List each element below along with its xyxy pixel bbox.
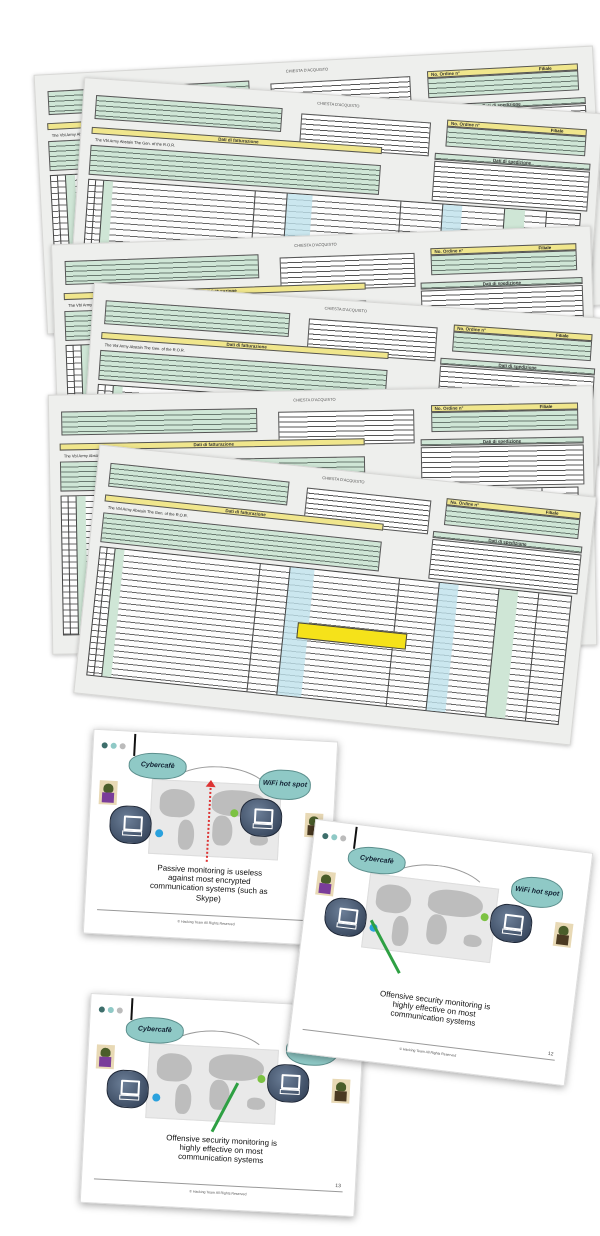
order-box xyxy=(430,409,579,433)
order-box xyxy=(430,250,577,276)
form-header: CHIESTA D'ACQUISTO xyxy=(285,66,329,74)
target-avatar-icon xyxy=(331,1078,351,1104)
slide-caption: Offensive security monitoring is highly … xyxy=(165,1133,278,1166)
user-avatar-icon xyxy=(315,870,336,897)
slide-caption: Passive monitoring is useless against mo… xyxy=(149,863,268,904)
slide-page-number: 13 xyxy=(335,1183,342,1190)
cybercafe-cloud: Cybercafè xyxy=(125,1015,185,1045)
form-header: CHIESTA D'ACQUISTO xyxy=(322,475,365,485)
slide-footer: © Hacking Team All Rights Reserved xyxy=(189,1189,247,1197)
printed-order-form: CHIESTA D'ACQUISTO DATI ANAGRAFICI CLIEN… xyxy=(73,444,597,746)
cybercafe-cloud: Cybercafè xyxy=(346,844,408,878)
presentation-slide: Cybercafè WiFi hot spot Passive monitori… xyxy=(82,728,339,947)
client-info-box xyxy=(104,300,291,338)
form-header: CHIESTA D'ACQUISTO xyxy=(293,396,336,403)
decorative-dots xyxy=(321,832,347,842)
user-avatar-icon xyxy=(98,780,118,806)
client-info-box xyxy=(64,254,260,286)
target-avatar-icon xyxy=(552,921,574,948)
branch-label: Filiale xyxy=(550,127,564,134)
divider-line xyxy=(133,733,136,756)
presentation-slide: Cybercafè WiFi hot spot Offensive securi… xyxy=(286,818,594,1087)
branch-label: Filiale xyxy=(538,65,552,72)
decorative-dots xyxy=(98,1006,123,1014)
user-avatar-icon xyxy=(95,1044,115,1070)
branch-label: Filiale xyxy=(555,332,569,339)
form-header: CHIESTA D'ACQUISTO xyxy=(294,241,337,249)
computer-icon xyxy=(108,804,153,845)
slide-caption: Offensive security monitoring is highly … xyxy=(379,989,491,1029)
decorative-dots xyxy=(101,742,126,750)
slide-footer: © Hacking Team All Rights Reserved xyxy=(177,919,235,927)
slide-page-number: 12 xyxy=(547,1050,554,1058)
branch-label: Filiale xyxy=(538,245,552,251)
client-info-box xyxy=(61,408,258,436)
client-info-box xyxy=(94,95,283,133)
computer-icon xyxy=(266,1063,311,1104)
form-header: CHIESTA D'ACQUISTO xyxy=(324,305,368,314)
branch-label: Filiale xyxy=(539,403,553,410)
arrow-head-icon xyxy=(205,779,217,788)
cybercafe-cloud: Cybercafè xyxy=(128,751,188,781)
divider-line xyxy=(353,826,358,849)
computer-icon xyxy=(487,902,535,945)
divider-line xyxy=(130,998,133,1021)
computer-icon xyxy=(105,1068,150,1110)
computer-icon xyxy=(239,797,284,838)
form-header: CHIESTA D'ACQUISTO xyxy=(317,100,360,109)
footer-rule xyxy=(302,1028,555,1061)
